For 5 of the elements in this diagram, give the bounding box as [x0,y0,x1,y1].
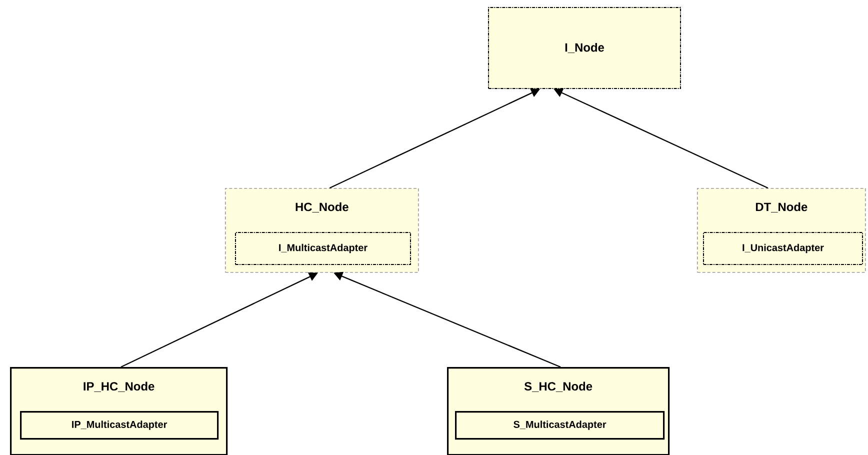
adapter-box: IP_MulticastAdapter [20,411,219,440]
adapter-box: S_MulticastAdapter [455,411,665,440]
adapter-box: I_UnicastAdapter [703,232,863,265]
class-box: I_Node [488,7,681,89]
adapter-box: I_MulticastAdapter [235,232,411,265]
